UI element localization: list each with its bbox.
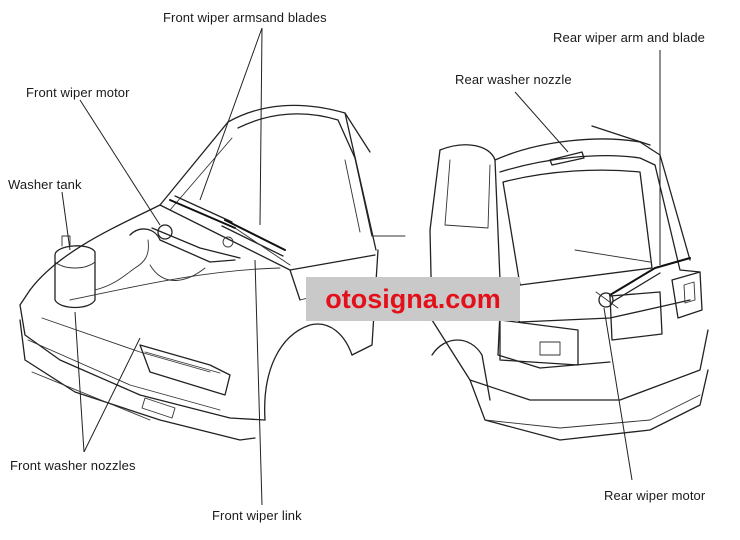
- leader-washer-tank: [61, 191, 71, 251]
- watermark-banner: otosigna.com: [306, 277, 520, 321]
- leader-front-wiper-link: [254, 259, 263, 506]
- leader-lines: [61, 27, 661, 506]
- front-car-drawing: [19, 104, 406, 441]
- leader-rear-wiper-motor: [603, 307, 633, 481]
- leader-rear-washer-nozzle: [514, 91, 569, 153]
- label-rear-wiper-motor: Rear wiper motor: [604, 488, 706, 503]
- label-front-washer-nozzles: Front washer nozzles: [10, 458, 136, 473]
- leader-front-nozzle-1: [74, 311, 85, 453]
- label-washer-tank: Washer tank: [8, 177, 82, 192]
- watermark-text: otosigna.com: [325, 283, 501, 314]
- label-rear-washer-nozzle: Rear washer nozzle: [455, 72, 572, 87]
- label-front-wiper-arms-blades: Front wiper armsand blades: [163, 10, 327, 25]
- leader-front-wiper-motor: [79, 99, 161, 226]
- leader-front-nozzle-2: [83, 337, 141, 453]
- label-front-wiper-link: Front wiper link: [212, 508, 302, 523]
- leader-arms-blades-left: [199, 27, 263, 201]
- label-front-wiper-motor: Front wiper motor: [26, 85, 130, 100]
- leader-arms-blades-right: [259, 27, 263, 226]
- label-rear-wiper-arm-blade: Rear wiper arm and blade: [553, 30, 705, 45]
